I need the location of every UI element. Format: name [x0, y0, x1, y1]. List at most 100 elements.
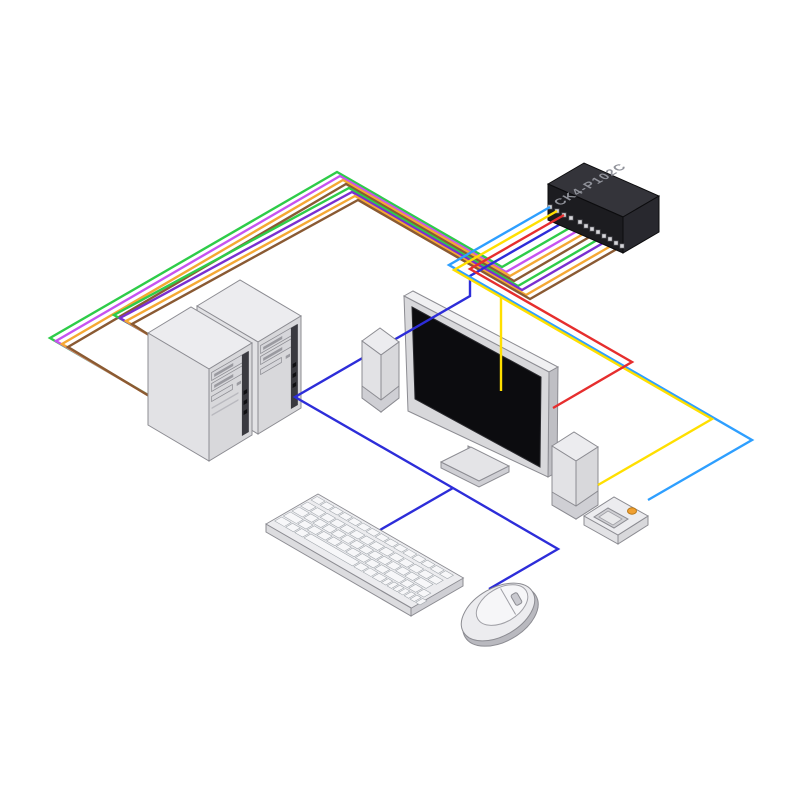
- keyboard-key: [326, 536, 343, 547]
- kvm-port: [577, 219, 583, 225]
- keyboard-key: [294, 528, 311, 538]
- kvm-port: [568, 215, 574, 221]
- keyboard-key: [349, 529, 366, 540]
- keyboard-key: [385, 561, 402, 571]
- keyboard-key: [380, 578, 394, 586]
- console-cables: [446, 205, 755, 502]
- keyboard-key: [319, 513, 337, 523]
- keyboard-key: [335, 542, 352, 552]
- keyboard-key: [398, 558, 415, 568]
- keyboard-key: [402, 549, 418, 558]
- keyboard-key: [416, 588, 432, 598]
- keyboard-key: [404, 571, 421, 581]
- keyboard-key: [310, 496, 326, 505]
- keyboard-key: [339, 524, 356, 534]
- keyboard-key: [393, 543, 409, 553]
- keyboard-key: [403, 591, 417, 599]
- keyboard-key: [383, 569, 407, 584]
- keyboard-key: [399, 579, 415, 588]
- kvm-port: [595, 229, 601, 235]
- keyboard-key: [358, 545, 375, 555]
- keyboard-key: [319, 501, 335, 511]
- kvm-port: [607, 236, 613, 242]
- keyboard-key: [312, 518, 329, 528]
- keyboard-key: [303, 513, 320, 523]
- cable-pc2-brown: [129, 198, 623, 344]
- keyboard-key: [386, 581, 399, 589]
- keyboard-key: [347, 517, 363, 527]
- cable-monitor: [467, 213, 635, 410]
- keyboard-key: [407, 563, 425, 574]
- keyboard-key: [367, 550, 384, 560]
- keyboard-key: [300, 501, 317, 512]
- keyboard-key: [349, 539, 365, 550]
- keyboard-key: [395, 566, 411, 576]
- computer-tower-1: [147, 306, 253, 462]
- cable-remote: [446, 205, 755, 502]
- keyboard-key: [413, 577, 434, 589]
- keyboard-key: [371, 572, 388, 583]
- computer-cable-bundle: [47, 170, 623, 404]
- remote-switch: [583, 496, 649, 545]
- keyboard-key: [282, 511, 304, 524]
- kvm-side-face: [622, 195, 660, 254]
- keyboard-key: [409, 594, 422, 602]
- kvm-port: [589, 226, 595, 232]
- keyboard-key: [297, 520, 314, 530]
- keyboard-key: [358, 535, 376, 546]
- keyboard-key: [285, 523, 301, 533]
- keyboard-key: [364, 558, 381, 569]
- keyboard-key: [309, 507, 327, 517]
- remote-recess-inner: [598, 510, 623, 526]
- keyboard-key: [374, 564, 391, 574]
- keyboard-key: [439, 570, 454, 579]
- keyboard-key: [374, 533, 390, 542]
- keyboard-key: [329, 518, 346, 529]
- keyboard-key: [330, 529, 347, 539]
- keyboard-key: [392, 584, 405, 592]
- tower1-drive-bays: [211, 350, 249, 436]
- keyboard-key: [408, 584, 424, 593]
- cable-pc1-brown: [65, 182, 599, 404]
- keyboard: [265, 493, 465, 617]
- keyboard-key: [345, 547, 362, 558]
- keyboard-key: [417, 569, 434, 579]
- keyboard-key: [316, 531, 333, 541]
- keyboard-key: [338, 512, 353, 521]
- keyboard-key: [427, 575, 444, 585]
- keyboard-key: [388, 552, 405, 562]
- tower2-drive-bays: [260, 323, 298, 409]
- keyboard-key: [303, 533, 360, 567]
- remote-button[interactable]: [627, 507, 637, 515]
- keyboard-key: [411, 554, 427, 564]
- cable-keyboard-branch: [379, 486, 454, 532]
- keyboard-top: [265, 493, 465, 609]
- keyboard-key: [274, 516, 292, 527]
- kvm-port: [619, 243, 625, 249]
- keyboard-key: [321, 524, 338, 534]
- keyboard-key: [354, 553, 372, 563]
- monitor-screen: [411, 306, 542, 468]
- keyboard-key: [353, 562, 370, 572]
- keyboard-key: [415, 598, 428, 606]
- keyboard-key: [291, 506, 310, 518]
- cable-speaker: [451, 209, 715, 487]
- kvm-switch-box: CK4-P102C: [546, 161, 661, 254]
- keyboard-key: [398, 588, 411, 596]
- keyboard-key: [365, 527, 381, 537]
- keyboard-key: [306, 525, 324, 535]
- right-speaker-base: [551, 490, 599, 520]
- keyboard-key: [339, 534, 356, 544]
- keyboard-key: [328, 506, 344, 516]
- monitor-stand-base: [439, 446, 511, 482]
- monitor: [402, 290, 560, 488]
- mouse: [460, 582, 539, 647]
- keyboard-keys: [274, 496, 454, 606]
- keyboard-key: [378, 546, 395, 557]
- keyboard-key: [362, 567, 379, 577]
- kvm-port: [583, 223, 589, 229]
- kvm-port: [613, 240, 619, 246]
- left-speaker-base: [361, 384, 400, 413]
